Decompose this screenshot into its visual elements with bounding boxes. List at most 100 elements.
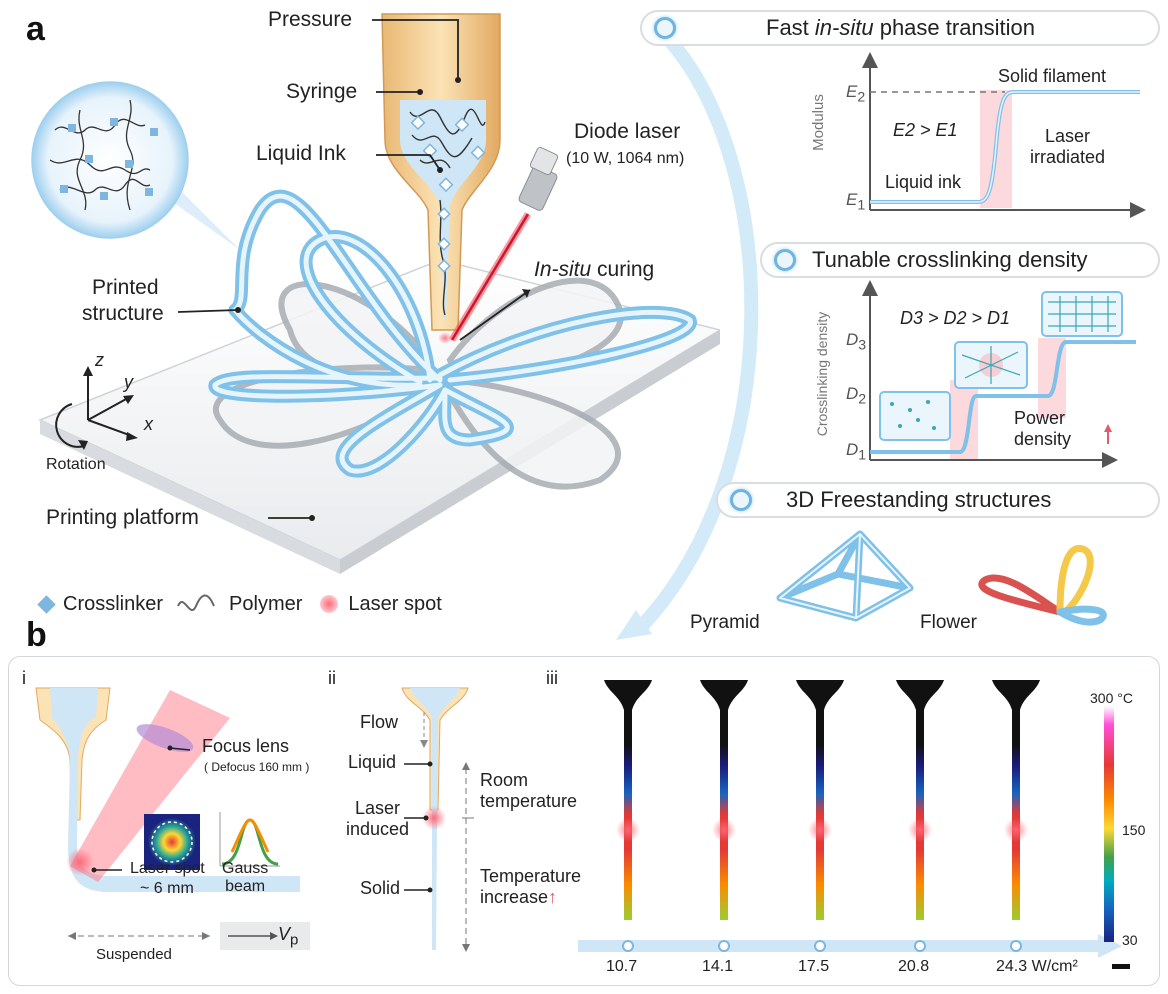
solid-label: Solid (360, 878, 401, 898)
label-axis-x: x (144, 414, 153, 434)
legend-crosslinker: Crosslinker (63, 592, 164, 615)
d2-label: D2 (846, 384, 866, 407)
label-syringe: Syringe (286, 80, 358, 103)
flow-label: Flow (360, 712, 399, 732)
sub-ii-label: ii (328, 668, 336, 688)
axes-icon (55, 372, 133, 448)
defocus-label: ( Defocus 160 mm ) (204, 760, 310, 774)
pill-dot-icon (730, 489, 752, 511)
e1-sub: 1 (857, 197, 866, 214)
network-inset (31, 81, 240, 250)
laser-induced-2: induced (346, 819, 410, 839)
nozzle-5 (992, 680, 1040, 920)
panel-b-letter: b (26, 616, 47, 654)
label-pressure: Pressure (268, 8, 353, 31)
network-sparse (879, 391, 951, 441)
freestanding-structures (776, 530, 1107, 626)
label-printed: Printed (92, 276, 159, 299)
label-structure: structure (82, 302, 164, 325)
laser-irradiated-2: irradiated (1030, 147, 1106, 167)
room-2: temperature (480, 791, 578, 811)
phase-title: Fast in-situ phase transition (766, 15, 1035, 41)
power-value-2: 14.1 (702, 958, 734, 975)
pill-dot-icon (654, 17, 676, 39)
network-dense (1041, 291, 1123, 337)
crosslink-chart (862, 280, 1136, 468)
e2-letter: E (846, 82, 858, 101)
gauss-1: Gauss (222, 860, 269, 877)
panel-a-letter: a (26, 10, 45, 48)
label-in-situ-curing: In-situ curing (534, 258, 654, 282)
crosslink-title: Tunable crosslinking density (812, 247, 1088, 272)
temperature-colorbar (1104, 706, 1114, 942)
sub-iii-label: iii (546, 668, 558, 688)
nozzle-3 (796, 680, 844, 920)
modulus-ylabel: Modulus (809, 94, 827, 151)
liquid-ink-label: Liquid ink (885, 172, 962, 192)
pyramid-label: Pyramid (690, 612, 760, 633)
scale-bar (1112, 964, 1130, 969)
panel-a-illustration (31, 13, 720, 574)
crosslink-ylabel: Crosslinking density (814, 311, 830, 437)
d2-sub: 2 (858, 391, 867, 408)
power-axis (578, 934, 1122, 958)
printed-structure (208, 189, 697, 478)
freestanding-title: 3D Freestanding structures (786, 487, 1052, 512)
legend-laser-spot: Laser spot (348, 592, 442, 615)
e2-sub: 2 (857, 89, 866, 106)
network-medium (954, 341, 1028, 389)
laser-spot-icon (320, 595, 339, 613)
power-density-2: density (1014, 429, 1072, 449)
pyramid-structure (776, 530, 914, 622)
colorbar-mid: 150 (1122, 822, 1146, 838)
phase-title-post: phase transition (873, 15, 1036, 40)
nozzle-1 (604, 680, 652, 920)
colorbar-max: 300 °C (1090, 690, 1133, 706)
vp-sub: p (290, 931, 299, 949)
e2-label: E2 (846, 82, 865, 105)
sub-i-illustration (35, 687, 310, 950)
d2-letter: D (846, 384, 859, 403)
legend-polymer: Polymer (229, 592, 303, 615)
thermal-nozzles (604, 680, 1040, 920)
power-tick-4 (914, 940, 926, 952)
pill-dot-icon (774, 249, 796, 271)
flower-structure (978, 545, 1107, 626)
crosslinking-pill: Tunable crosslinking density (760, 242, 1160, 278)
power-tick-5 (1010, 940, 1022, 952)
power-value-5: 24.3 W/cm² (996, 958, 1078, 975)
spot-size-label: ~ 6 mm (140, 880, 194, 897)
label-axis-y: y (124, 372, 133, 392)
liquid-label: Liquid (348, 752, 397, 772)
freestanding-pill: 3D Freestanding structures (716, 482, 1160, 518)
power-value-1: 10.7 (606, 958, 638, 975)
power-tick-3 (814, 940, 826, 952)
label-diode-spec: (10 W, 1064 nm) (566, 150, 685, 167)
nozzle-2 (700, 680, 748, 920)
diode-laser (449, 146, 559, 342)
modulus-chart (862, 52, 1146, 218)
d3-sub: 3 (858, 337, 867, 354)
d3-label: D3 (846, 330, 866, 353)
solid-filament-label: Solid filament (998, 66, 1107, 86)
e1-letter: E (846, 190, 858, 209)
room-1: Room (480, 770, 529, 790)
sub-ii-illustration (401, 687, 474, 952)
label-liquid-ink: Liquid Ink (256, 142, 346, 165)
label-diode-laser: Diode laser (574, 120, 681, 143)
label-curing: curing (591, 258, 655, 281)
power-tick-1 (622, 940, 634, 952)
temp-1: Temperature (480, 866, 582, 886)
legend: Crosslinker Polymer Laser spot (37, 590, 442, 618)
nozzle-4 (896, 680, 944, 920)
e1-label: E1 (846, 190, 865, 213)
arrow-up-icon: ↑ (548, 887, 558, 907)
suspended-label: Suspended (96, 946, 172, 963)
power-density-1: Power (1014, 408, 1066, 428)
phase-transition-pill: Fast in-situ phase transition (640, 10, 1160, 46)
